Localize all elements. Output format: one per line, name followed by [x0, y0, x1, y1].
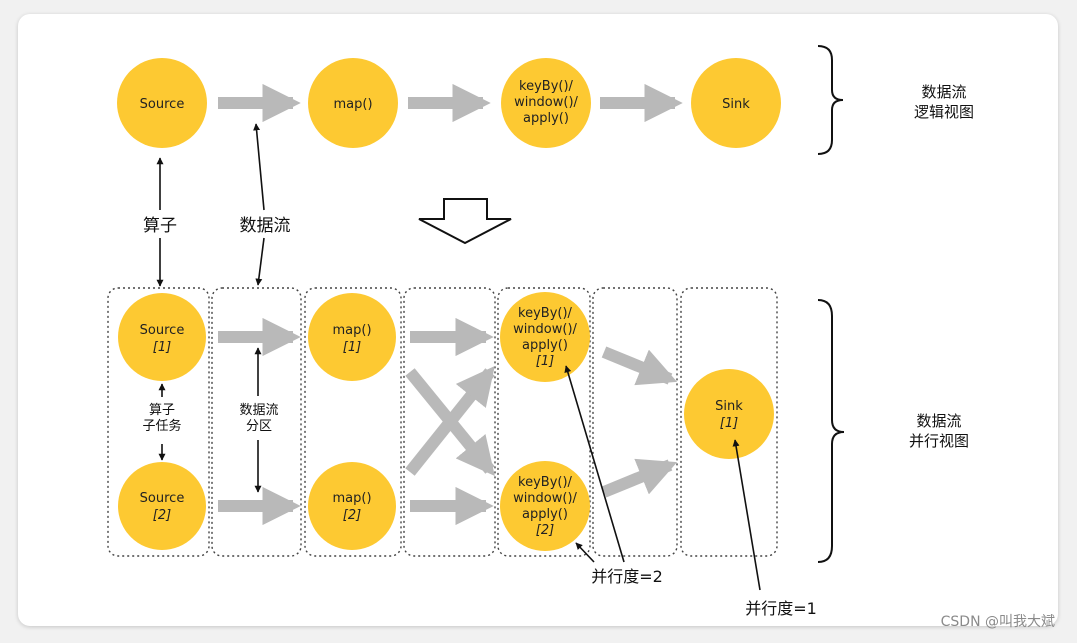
node-map-2: map() [2] [308, 462, 396, 550]
partition-label-line-1: 数据流 [239, 403, 278, 418]
node-sink-1: Sink [1] [684, 369, 774, 459]
parallelism-1-pointer [732, 439, 761, 591]
transform-down-arrow [418, 198, 512, 245]
node-source-1-label: Source [140, 323, 185, 338]
box-keyby-tasks [497, 287, 591, 557]
node-keyby-2-line-1: keyBy()/ [518, 475, 573, 490]
node-keyby-window-apply: keyBy()/ window()/ apply() [501, 58, 591, 148]
parallelism-2-label: 并行度=2 [591, 567, 663, 586]
operator-label: 算子 [143, 216, 177, 236]
node-keyby-2-line-2: window()/ [513, 491, 577, 506]
node-source-2-index: [2] [153, 508, 171, 523]
node-map-1-index: [1] [343, 340, 361, 355]
node-map-2-index: [2] [343, 508, 361, 523]
dataflow-pointer-down [255, 237, 265, 286]
node-keyby-2-index: [2] [536, 523, 554, 538]
subtask-label-line-2: 子任务 [142, 418, 181, 434]
parallelism-2-pointer-lower [575, 542, 595, 563]
box-partition-3 [592, 287, 678, 557]
box-source-tasks [107, 287, 210, 557]
box-partition-1 [211, 287, 302, 557]
logical-view-label-line-1: 数据流 [921, 83, 966, 101]
flow-arrow-keyby1-sink [601, 346, 678, 386]
node-keyby-line-3: apply() [523, 111, 569, 126]
node-source-1-index: [1] [153, 340, 171, 355]
node-map: map() [308, 58, 398, 148]
node-source-2-label: Source [140, 491, 185, 506]
logical-view-bracket [817, 45, 844, 155]
node-map-2-label: map() [332, 491, 371, 506]
parallel-view-label-line-2: 并行视图 [909, 432, 969, 450]
dataflow-label: 数据流 [240, 216, 291, 236]
parallel-view: Source [1] Source [2] map() [1] map() [2… [107, 287, 969, 618]
node-keyby-line-1: keyBy()/ [519, 79, 574, 94]
node-keyby-2: keyBy()/ window()/ apply() [2] [500, 461, 590, 551]
watermark: CSDN @叫我大斌 [940, 614, 1055, 630]
node-keyby-1-line-1: keyBy()/ [518, 306, 573, 321]
node-sink-label: Sink [722, 97, 750, 112]
flow-arrow-keyby2-sink [601, 458, 678, 498]
dataflow-pointer-up [253, 123, 265, 211]
node-keyby-2-line-3: apply() [522, 507, 568, 522]
node-keyby-line-2: window()/ [514, 95, 578, 110]
node-sink: Sink [691, 58, 781, 148]
subtask-label-line-1: 算子 [149, 403, 175, 418]
node-map-1-label: map() [332, 323, 371, 338]
partition-label-line-2: 分区 [246, 419, 272, 434]
node-keyby-1-line-2: window()/ [513, 322, 577, 337]
logical-view-label-line-2: 逻辑视图 [914, 103, 974, 121]
parallel-view-bracket [817, 299, 845, 563]
node-sink-1-index: [1] [720, 416, 738, 431]
flow-arrow-map2-keyby1 [405, 366, 495, 476]
node-keyby-1: keyBy()/ window()/ apply() [1] [500, 292, 590, 382]
box-sink-tasks [680, 287, 778, 557]
node-map-1: map() [1] [308, 293, 396, 381]
node-source: Source [117, 58, 207, 148]
node-map-label: map() [333, 97, 372, 112]
parallelism-1-label: 并行度=1 [745, 599, 817, 618]
node-source-2: Source [2] [118, 462, 206, 550]
node-source-label: Source [140, 97, 185, 112]
mid-annotations: 算子 数据流 [143, 123, 512, 287]
parallel-view-label-line-1: 数据流 [916, 412, 961, 430]
parallelism-2-pointer-upper [564, 365, 625, 563]
node-source-1: Source [1] [118, 293, 206, 381]
box-partition-2 [403, 287, 496, 557]
node-keyby-1-index: [1] [536, 354, 554, 369]
node-keyby-1-line-3: apply() [522, 338, 568, 353]
node-sink-1-label: Sink [715, 399, 743, 414]
box-map-tasks [304, 287, 402, 557]
logical-view: Source map() keyBy()/ window()/ apply() … [117, 45, 974, 155]
